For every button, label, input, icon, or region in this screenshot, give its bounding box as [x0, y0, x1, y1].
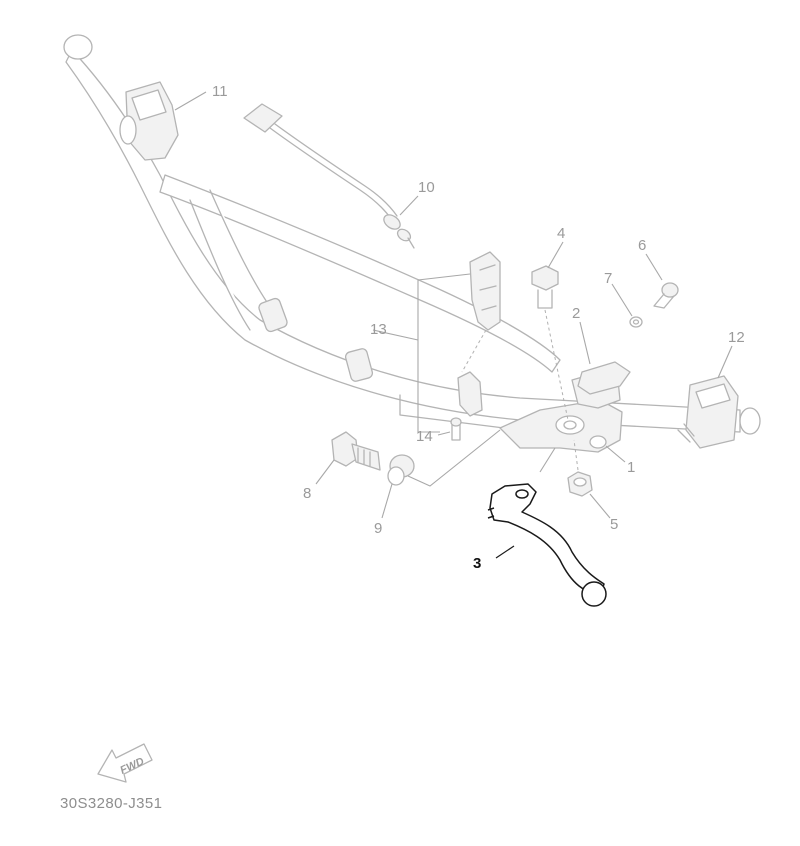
callout-2: 2: [572, 305, 580, 322]
part-13-clamp: [417, 251, 501, 433]
part-8-adjuster: [331, 431, 381, 471]
part-2-holder-cap: [577, 361, 631, 395]
handlebar: [63, 34, 761, 435]
callout-10: 10: [418, 179, 435, 196]
callout-7: 7: [604, 270, 612, 287]
part-9-locknut: [387, 429, 501, 487]
part-11-switch: [119, 81, 179, 161]
grip-rings: [258, 297, 374, 382]
part-6-screw: [653, 282, 679, 309]
callout-8: 8: [303, 485, 311, 502]
part-10-wire-lead: [243, 103, 415, 249]
callout-3: 3: [473, 555, 481, 572]
part-7-washer: [629, 316, 643, 328]
callout-9: 9: [374, 520, 382, 537]
callout-6: 6: [638, 237, 646, 254]
part-14-screw: [450, 417, 462, 441]
part-5-nut: [567, 439, 593, 497]
callout-14: 14: [416, 428, 433, 445]
diagram-part-code: 30S3280-J351: [60, 795, 162, 812]
fwd-arrow-icon: FWD: [97, 743, 153, 783]
callout-numbers: 11 10 4 6 7 2 12 13 14 1 5 8 9 3: [212, 83, 745, 572]
leader-lines: [174, 91, 733, 559]
callout-11: 11: [212, 83, 228, 100]
callout-5: 5: [610, 516, 618, 533]
callout-4: 4: [557, 225, 565, 242]
part-12-right-switch: [677, 375, 739, 449]
part-4-pivot-bolt: [531, 265, 569, 421]
callout-1: 1: [627, 459, 635, 476]
callout-12: 12: [728, 329, 745, 346]
part-3-lever: [487, 483, 607, 607]
callout-13: 13: [370, 321, 387, 338]
